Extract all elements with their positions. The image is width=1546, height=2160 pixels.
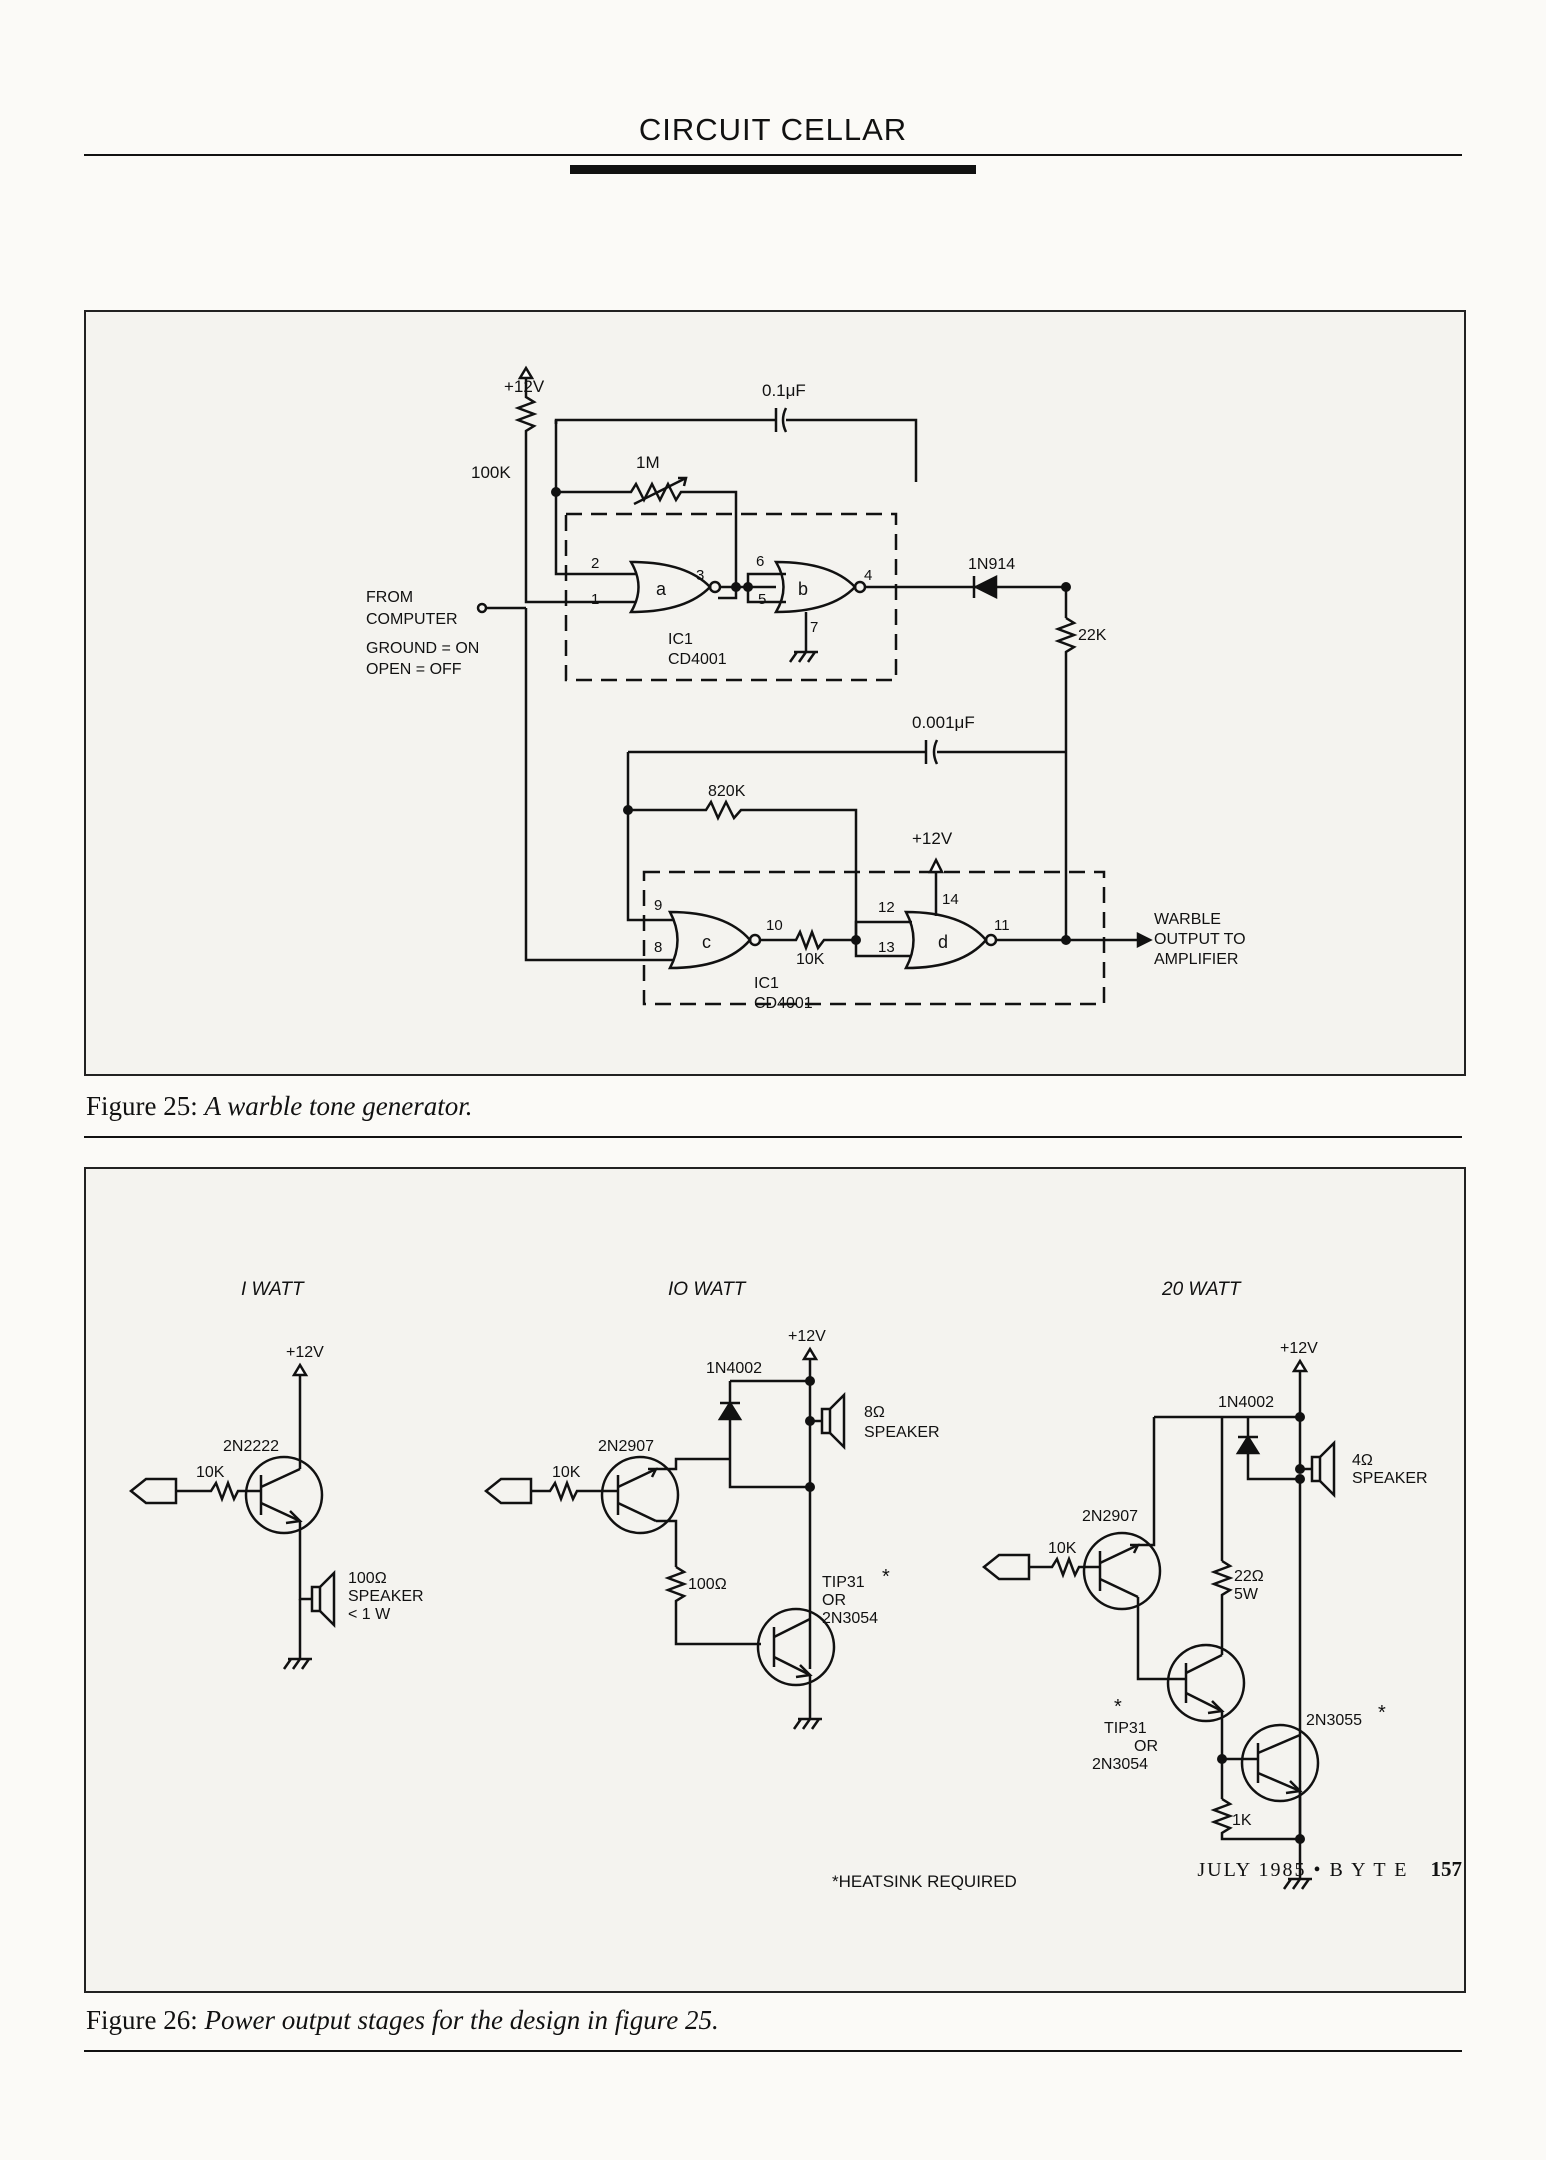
svg-text:12: 12: [878, 899, 895, 916]
vcc-label-top: +12V: [504, 377, 545, 396]
stage2-speaker-ohm: 8Ω: [864, 1404, 885, 1421]
page-header-title: CIRCUIT CELLAR: [638, 112, 908, 147]
figure-25-caption-text: A warble tone generator.: [204, 1091, 473, 1121]
stage1-vcc: +12V: [286, 1344, 324, 1361]
page-number: 157: [1430, 1857, 1463, 1881]
gate-b-label: b: [798, 579, 808, 599]
figure-25-caption-label: Figure 25:: [86, 1091, 198, 1121]
resistor-22k-label: 22K: [1078, 627, 1107, 644]
stage3-output-star: *: [1378, 1702, 1386, 1724]
stage3-driver-3: 2N3054: [1092, 1756, 1148, 1773]
stage1-speaker-watt: < 1 W: [348, 1606, 391, 1623]
svg-text:3: 3: [696, 567, 704, 584]
svg-text:6: 6: [756, 553, 764, 570]
capacitor-01uf-label: 0.1μF: [762, 381, 806, 400]
stage2-title: IO WATT: [668, 1279, 747, 1300]
svg-text:10: 10: [766, 917, 783, 934]
stage2-heatsink-star: *: [882, 1566, 890, 1588]
stage1-title: I WATT: [241, 1279, 305, 1300]
stage3-resistor-22: 22Ω: [1234, 1568, 1264, 1585]
svg-text:5: 5: [758, 591, 766, 608]
svg-text:14: 14: [942, 891, 959, 908]
svg-text:8: 8: [654, 939, 662, 956]
computer-label: COMPUTER: [366, 611, 458, 628]
stage3-driver-1: TIP31: [1104, 1720, 1147, 1737]
gate-d-label: d: [938, 932, 948, 952]
open-off-label: OPEN = OFF: [366, 661, 462, 678]
amplifier-label: AMPLIFIER: [1154, 951, 1238, 968]
figure-26-schematic: I WATT +12V 10K 2N2222 100Ω SPEAKER < 1 …: [84, 1167, 1466, 1993]
page-footer: JULY 1985 • B Y T E 157: [1197, 1857, 1462, 1882]
stage3-vcc: +12V: [1280, 1340, 1318, 1357]
stage3-driver-star: *: [1114, 1696, 1122, 1718]
warble-generator-svg: +12V 100K 0.1μF 1M a 2 1 3 FROM COMPUTER…: [366, 365, 1246, 1012]
stage3-speaker-ohm: 4Ω: [1352, 1452, 1373, 1469]
stage1-speaker-ohm: 100Ω: [348, 1570, 387, 1587]
svg-text:9: 9: [654, 897, 662, 914]
stage2-power-2: OR: [822, 1592, 846, 1609]
power-stages-svg: I WATT +12V 10K 2N2222 100Ω SPEAKER < 1 …: [128, 1279, 1428, 1891]
resistor-820k-label: 820K: [708, 783, 746, 800]
svg-text:4: 4: [864, 567, 872, 584]
svg-text:2: 2: [591, 555, 599, 572]
figure-26-caption-text: Power output stages for the design in fi…: [204, 2005, 719, 2035]
vcc-label-bottom: +12V: [912, 829, 953, 848]
svg-text:11: 11: [994, 917, 1010, 934]
warble-label: WARBLE: [1154, 911, 1221, 928]
stage3-resistor-1k: 1K: [1232, 1812, 1252, 1829]
ic1-part-a: CD4001: [668, 651, 727, 668]
stage2-resistor-100: 100Ω: [688, 1576, 727, 1593]
stage2-speaker-label: SPEAKER: [864, 1424, 940, 1441]
stage3-output-transistor: 2N3055: [1306, 1712, 1362, 1729]
resistor-100k-label: 100K: [471, 463, 511, 482]
stage1-speaker-label: SPEAKER: [348, 1588, 424, 1605]
diode-1n914-label: 1N914: [968, 556, 1015, 573]
ground-on-label: GROUND = ON: [366, 640, 479, 657]
heatsink-note: *HEATSINK REQUIRED: [832, 1872, 1017, 1891]
svg-text:7: 7: [810, 619, 818, 636]
ic1-label-a: IC1: [668, 631, 693, 648]
header-rule: [84, 154, 1462, 156]
stage1-transistor: 2N2222: [223, 1438, 279, 1455]
figure-25-caption: Figure 25: A warble tone generator.: [86, 1091, 472, 1122]
capacitor-0001uf-label: 0.001μF: [912, 713, 975, 732]
stage3-resistor-5w: 5W: [1234, 1586, 1259, 1603]
stage2-power-3: 2N3054: [822, 1610, 878, 1627]
svg-text:13: 13: [878, 939, 895, 956]
resistor-1m-label: 1M: [636, 453, 660, 472]
stage2-resistor: 10K: [552, 1464, 581, 1481]
stage2-diode-label: 1N4002: [706, 1360, 762, 1377]
stage2-power-1: TIP31: [822, 1574, 865, 1591]
header-bar: [570, 165, 976, 174]
stage3-title: 20 WATT: [1161, 1279, 1242, 1300]
gate-c-label: c: [702, 932, 711, 952]
resistor-10k-label: 10K: [796, 951, 825, 968]
footer-issue: JULY 1985 • B Y T E: [1197, 1859, 1409, 1881]
output-to-label: OUTPUT TO: [1154, 931, 1246, 948]
figure-26-caption: Figure 26: Power output stages for the d…: [86, 2005, 719, 2036]
figure-25-schematic: +12V 100K 0.1μF 1M a 2 1 3 FROM COMPUTER…: [84, 310, 1466, 1076]
figure-26-caption-label: Figure 26:: [86, 2005, 198, 2035]
stage2-vcc: +12V: [788, 1328, 826, 1345]
stage3-speaker-label: SPEAKER: [1352, 1470, 1428, 1487]
stage1-resistor: 10K: [196, 1464, 225, 1481]
caption-26-rule: [84, 2050, 1462, 2052]
stage2-transistor: 2N2907: [598, 1438, 654, 1455]
caption-25-rule: [84, 1136, 1462, 1138]
from-label: FROM: [366, 589, 413, 606]
stage3-resistor: 10K: [1048, 1540, 1077, 1557]
svg-text:1: 1: [591, 591, 599, 608]
stage3-diode-label: 1N4002: [1218, 1394, 1274, 1411]
stage3-driver-2: OR: [1134, 1738, 1158, 1755]
ic1-label-c: IC1: [754, 975, 779, 992]
gate-a-label: a: [656, 579, 667, 599]
stage3-transistor: 2N2907: [1082, 1508, 1138, 1525]
ic1-part-c: CD4001: [754, 995, 813, 1012]
